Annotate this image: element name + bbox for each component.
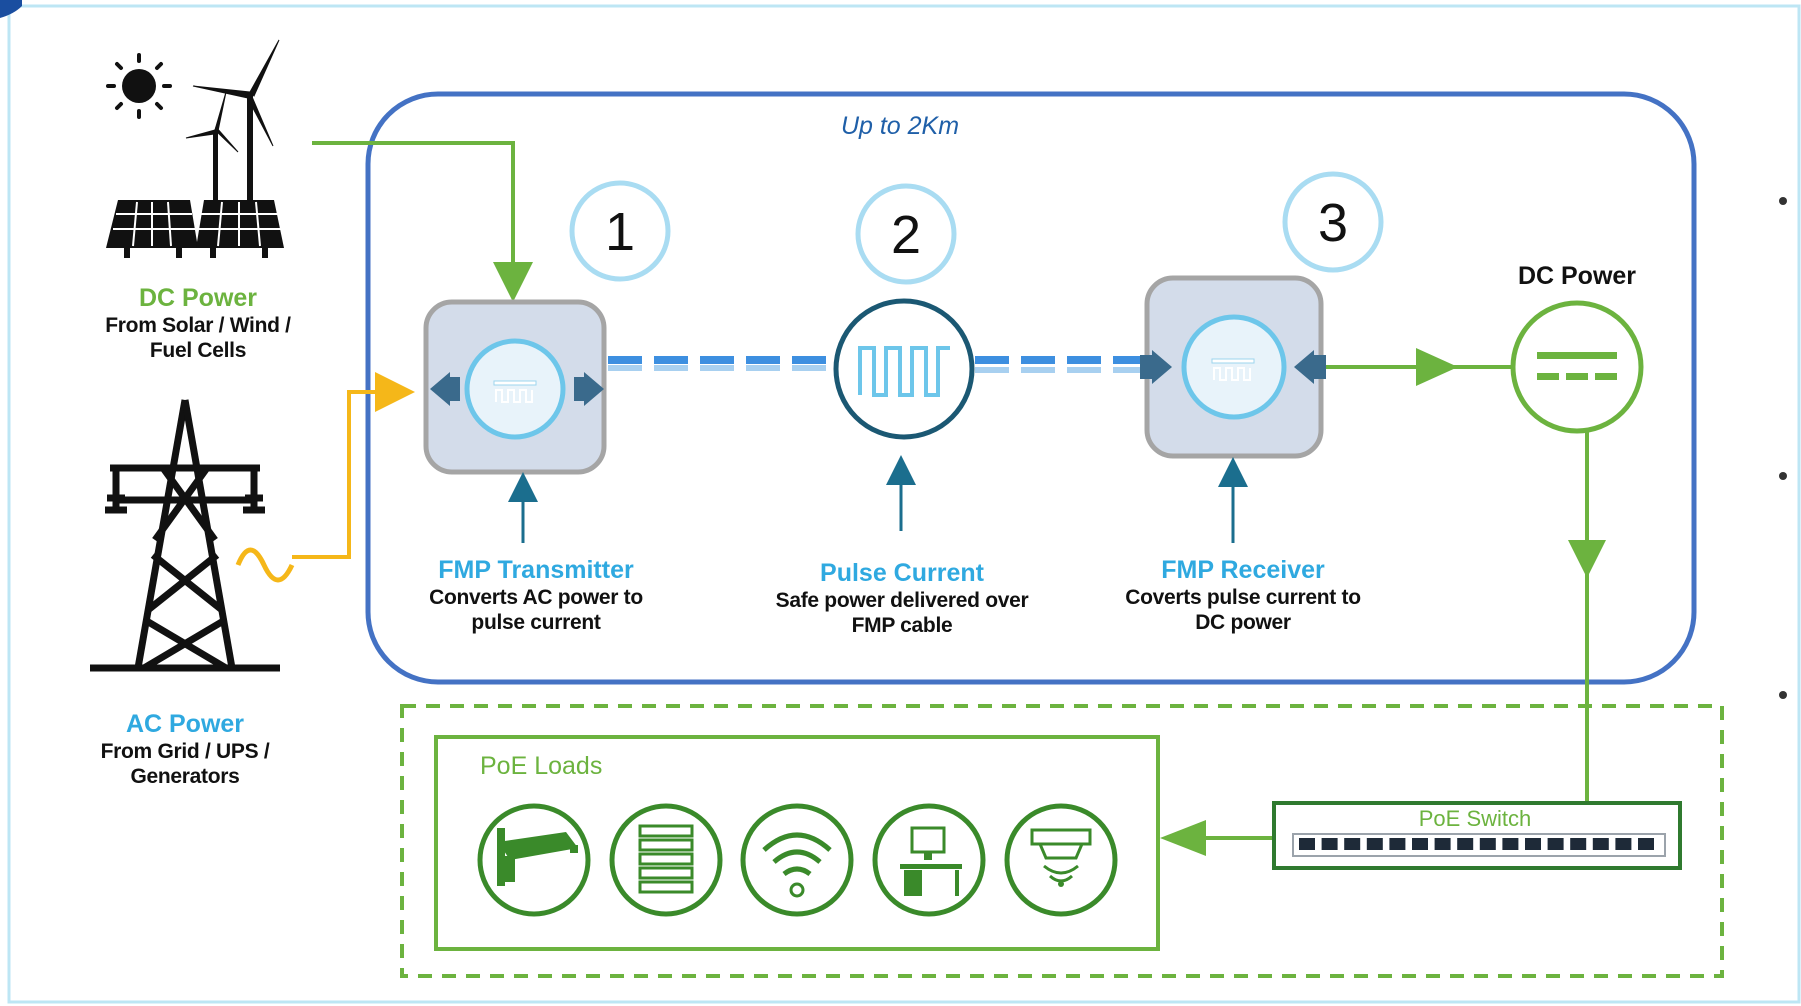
switch-port — [1547, 838, 1564, 850]
switch-port — [1479, 838, 1496, 850]
dc-power-symbol-icon — [1510, 300, 1644, 434]
camera-icon — [477, 803, 591, 917]
transmitter-title: FMP Transmitter — [438, 556, 634, 584]
bullet-dot-2 — [1779, 472, 1787, 480]
server-icon — [609, 803, 723, 917]
poe-loads-title: PoE Loads — [480, 752, 603, 780]
step-circle-3 — [1282, 171, 1384, 273]
receiver-title: FMP Receiver — [1161, 556, 1325, 584]
fmp-transmitter-icon — [423, 299, 607, 475]
receiver-caption: FMP Receiver Coverts pulse current to DC… — [1098, 556, 1388, 635]
fmp-receiver-icon — [1140, 275, 1326, 459]
bullet-dot-3 — [1779, 691, 1787, 699]
switch-port — [1502, 838, 1519, 850]
ac-wave-icon — [235, 547, 295, 583]
switch-port — [1457, 838, 1474, 850]
pulse-current-icon — [833, 298, 975, 440]
corner-badge — [0, 0, 22, 18]
receiver-line1: Coverts pulse current to — [1125, 586, 1361, 609]
workstation-icon — [872, 803, 986, 917]
switch-port — [1299, 838, 1315, 850]
ac-source-line1: From Grid / UPS / — [100, 740, 270, 763]
switch-port — [1366, 838, 1383, 850]
wifi-icon — [740, 803, 854, 917]
switch-port — [1615, 838, 1632, 850]
receiver-line2: DC power — [1195, 611, 1291, 634]
switch-port — [1525, 838, 1541, 850]
page-frame — [7, 4, 1801, 1004]
switch-ports — [1299, 838, 1654, 850]
fmp-system-frame — [365, 91, 1697, 685]
sun-icon — [106, 53, 172, 119]
step-number-2: 2 — [890, 205, 922, 265]
sensor-icon — [1004, 803, 1118, 917]
ac-source-line2: Generators — [130, 765, 240, 788]
switch-port — [1592, 838, 1609, 850]
ac-source-title: AC Power — [125, 710, 245, 738]
switch-port — [1321, 838, 1338, 850]
pulse-line1: Safe power delivered over — [775, 589, 1029, 612]
dc-source-line2: Fuel Cells — [149, 339, 247, 362]
transmitter-line1: Converts AC power to — [429, 586, 643, 609]
step-number-3: 3 — [1317, 193, 1349, 253]
pulse-caption: Pulse Current Safe power delivered over … — [752, 559, 1052, 638]
dc-input-line — [312, 141, 533, 302]
transmitter-caption: FMP Transmitter Converts AC power to pul… — [400, 556, 672, 635]
step-circle-1 — [569, 180, 671, 282]
step-circle-2 — [855, 183, 957, 285]
range-label: Up to 2Km — [840, 112, 960, 140]
transmission-tower-icon — [90, 399, 280, 672]
switch-port — [1389, 838, 1406, 850]
dc-source-line1: From Solar / Wind / — [105, 314, 291, 337]
ac-input-line — [292, 372, 415, 559]
poe-region-frame — [400, 704, 1724, 978]
ac-source-caption: AC Power From Grid / UPS / Generators — [75, 710, 295, 789]
switch-port — [1434, 838, 1451, 850]
poe-switch-label: PoE Switch — [1418, 806, 1532, 831]
switch-port — [1570, 838, 1587, 850]
solar-panel-icon — [106, 200, 284, 258]
pulse-line2: FMP cable — [851, 614, 953, 637]
dc-source-title: DC Power — [138, 284, 258, 312]
switch-port — [1344, 838, 1361, 850]
poe-switch-icon — [1272, 801, 1682, 870]
switch-port — [1638, 838, 1654, 850]
dc-source-caption: DC Power From Solar / Wind / Fuel Cells — [88, 284, 308, 363]
wind-turbine-icon — [185, 39, 280, 214]
bullet-dot-1 — [1779, 197, 1787, 205]
pulse-title: Pulse Current — [820, 559, 984, 587]
step-number-1: 1 — [604, 202, 636, 262]
switch-port — [1412, 838, 1428, 850]
transmitter-line2: pulse current — [471, 611, 601, 634]
dc-output-title: DC Power — [1517, 262, 1637, 290]
